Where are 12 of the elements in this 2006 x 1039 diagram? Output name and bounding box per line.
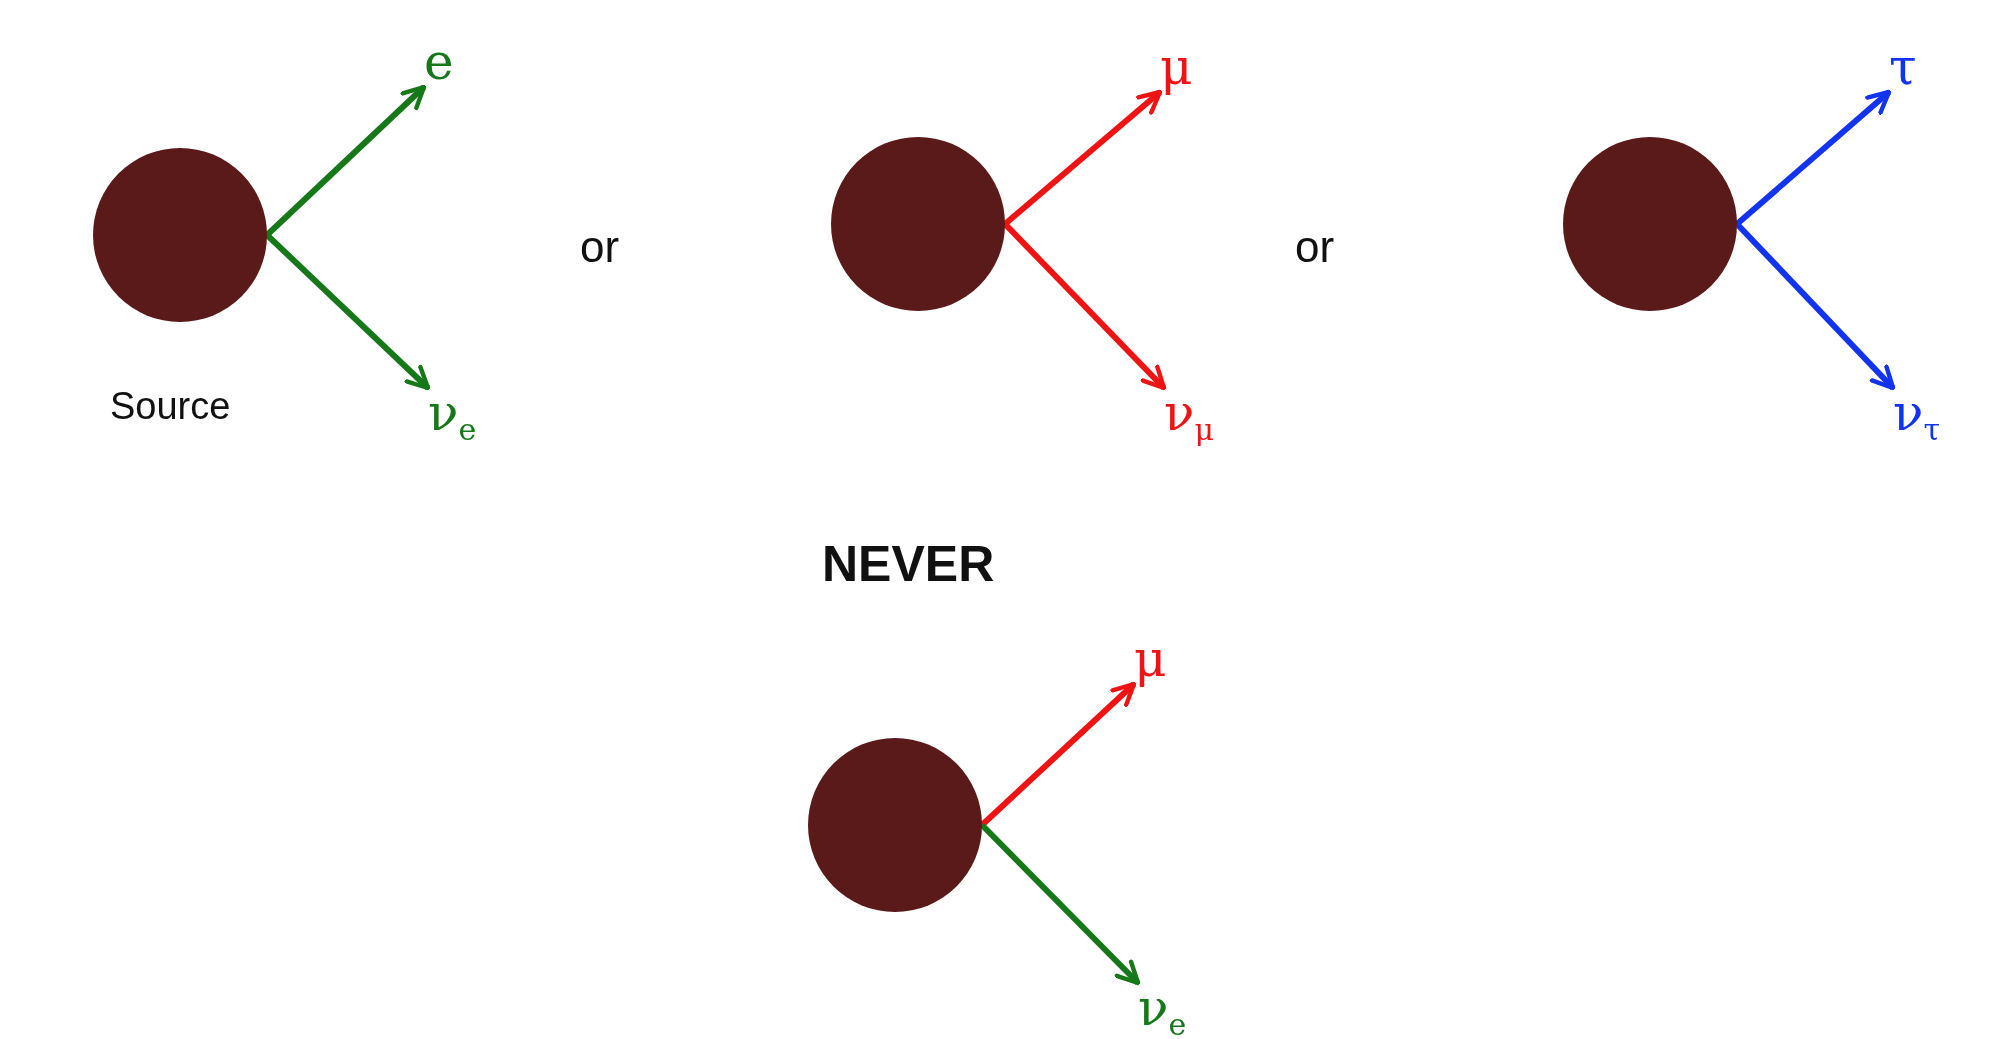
particle-symbol: τ	[1889, 42, 1917, 92]
particle-symbol: ν$_{μ}$	[1164, 388, 1214, 445]
particle-symbol: e	[424, 37, 454, 87]
arrow	[1735, 89, 1892, 227]
particle-symbol: ν$_{e}$	[428, 388, 477, 445]
connector-word: or	[1295, 222, 1335, 272]
arrow	[1003, 89, 1163, 227]
particle-symbol: ν$_{τ}$	[1893, 388, 1940, 445]
particle-symbol: ν$_{e}$	[1138, 983, 1187, 1039]
heading: NEVER	[822, 535, 995, 593]
connector-word: or	[580, 222, 620, 272]
source-label: Source	[110, 385, 231, 428]
